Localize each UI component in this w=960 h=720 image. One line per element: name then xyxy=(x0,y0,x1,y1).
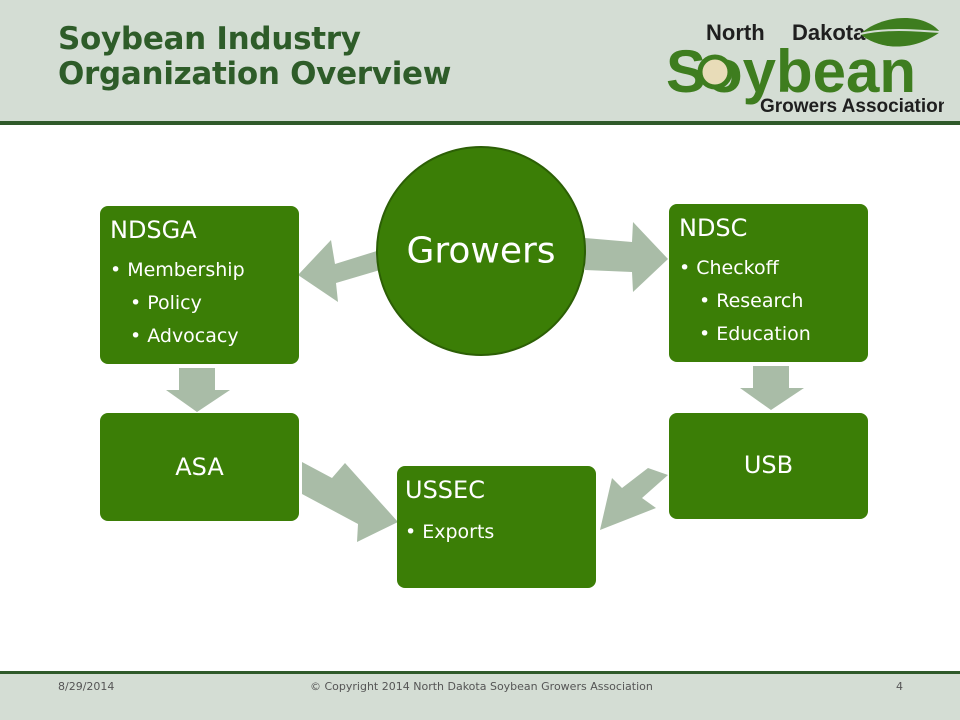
arrow-growers-to-ndsga xyxy=(298,240,380,302)
node-ndsga-item-advocacy: Advocacy xyxy=(110,320,299,353)
footer-divider xyxy=(0,671,960,674)
soybean-icon xyxy=(697,54,733,90)
slide-header xyxy=(0,0,960,121)
node-growers: Growers xyxy=(376,146,586,356)
node-ussec: USSEC Exports xyxy=(397,466,596,588)
node-ndsc-item-research: Research xyxy=(679,285,868,318)
footer-copyright: © Copyright 2014 North Dakota Soybean Gr… xyxy=(310,680,653,693)
node-ndsga-item-policy: Policy xyxy=(110,287,299,320)
node-usb-title: USB xyxy=(743,451,794,479)
node-ndsga-title: NDSGA xyxy=(110,216,197,244)
node-asa-title: ASA xyxy=(175,453,224,481)
node-ndsc: NDSC Checkoff Research Education xyxy=(669,204,868,362)
slide-title-line-1: Soybean Industry xyxy=(58,21,361,57)
header-divider xyxy=(0,121,960,125)
node-ndsc-item-education: Education xyxy=(679,318,868,351)
node-asa: ASA xyxy=(100,413,299,521)
node-ndsga: NDSGA Membership Policy Advocacy xyxy=(100,206,299,364)
node-ndsga-list: Membership Policy Advocacy xyxy=(110,254,299,353)
node-ussec-list: Exports xyxy=(405,516,596,549)
node-ussec-item-exports: Exports xyxy=(405,516,596,549)
arrow-asa-to-ussec xyxy=(302,462,398,542)
arrow-ndsga-to-asa xyxy=(166,368,230,412)
slide-title: Soybean Industry Organization Overview xyxy=(58,22,451,92)
slide-footer: 8/29/2014 © Copyright 2014 North Dakota … xyxy=(0,674,960,720)
node-ndsc-item-checkoff: Checkoff xyxy=(679,252,868,285)
logo-growers-association-text: Growers Association xyxy=(760,96,944,116)
footer-page-number: 4 xyxy=(896,680,903,693)
node-ndsga-item-membership: Membership xyxy=(110,254,299,287)
node-usb: USB xyxy=(669,413,868,519)
arrow-growers-to-ndsc xyxy=(585,222,668,292)
node-ussec-title: USSEC xyxy=(405,476,485,504)
leaf-icon xyxy=(860,18,940,47)
slide-title-line-2: Organization Overview xyxy=(58,56,452,92)
footer-date: 8/29/2014 xyxy=(58,680,115,693)
node-ndsc-title: NDSC xyxy=(679,214,748,242)
node-ndsc-list: Checkoff Research Education xyxy=(679,252,868,351)
arrow-usb-to-ussec xyxy=(600,468,668,530)
logo-dakota-text: Dakota xyxy=(792,20,866,45)
arrow-ndsc-to-usb xyxy=(740,366,804,410)
node-growers-label: Growers xyxy=(406,230,556,272)
logo-north-text: North xyxy=(706,20,765,45)
nd-soybean-growers-logo: North Dakota Soybean Growers Association xyxy=(666,18,944,116)
